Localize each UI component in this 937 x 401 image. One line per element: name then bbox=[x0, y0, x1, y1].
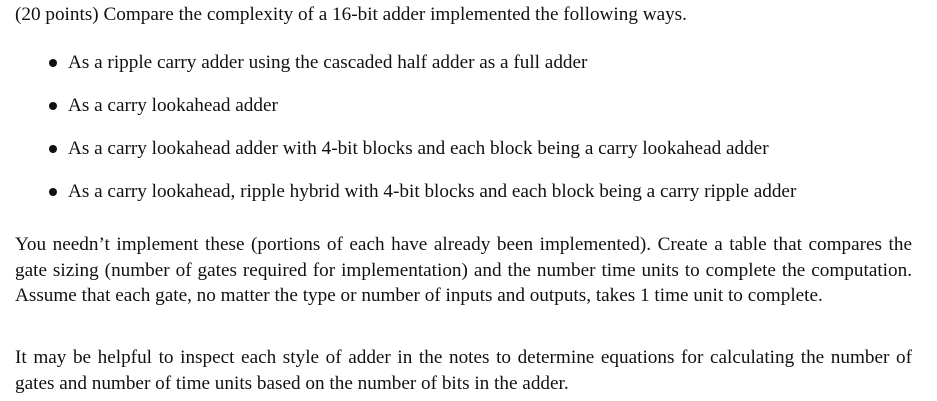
list-item: As a carry lookahead, ripple hybrid with… bbox=[15, 179, 796, 222]
bullet-dot-icon bbox=[49, 102, 57, 110]
hint-paragraph: It may be helpful to inspect each style … bbox=[15, 347, 912, 394]
bullet-dot-icon bbox=[49, 188, 57, 196]
list-item: As a carry lookahead adder with 4-bit bl… bbox=[15, 136, 796, 179]
list-item-text: As a carry lookahead adder with 4-bit bl… bbox=[68, 138, 769, 159]
problem-intro: (20 points) Compare the complexity of a … bbox=[15, 4, 687, 25]
bullet-dot-icon bbox=[49, 59, 57, 67]
bullet-dot-icon bbox=[49, 145, 57, 153]
list-item-text: As a carry lookahead, ripple hybrid with… bbox=[68, 181, 797, 202]
list-item: As a ripple carry adder using the cascad… bbox=[15, 50, 796, 93]
implementation-list: As a ripple carry adder using the cascad… bbox=[15, 50, 796, 222]
instructions-paragraph: You needn’t implement these (portions of… bbox=[15, 234, 912, 307]
list-item-text: As a ripple carry adder using the cascad… bbox=[68, 52, 588, 73]
list-item-text: As a carry lookahead adder bbox=[68, 95, 278, 116]
list-item: As a carry lookahead adder bbox=[15, 93, 796, 136]
